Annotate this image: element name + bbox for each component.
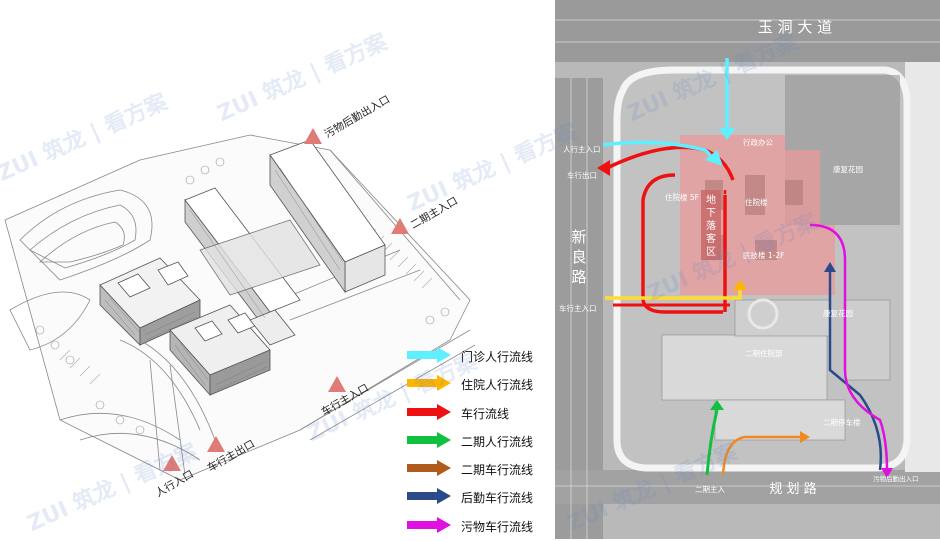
label-vehicle-exit: 车行出口	[567, 170, 597, 180]
inpatient-arrowhead	[733, 280, 747, 290]
marker-vehicle-entrance	[328, 376, 346, 392]
road-name-left-1: 新	[571, 228, 586, 246]
legend-item-inpatient: 住院人行流线	[405, 371, 555, 399]
waste-flow	[809, 223, 889, 471]
phase2-vehicle-arrowhead	[800, 431, 810, 443]
dropoff-char-2: 下	[706, 208, 716, 219]
phase2-vehicle-flow	[721, 435, 800, 476]
label-garden-2: 康复花园	[823, 308, 853, 318]
phase2-pedestrian-flow	[705, 409, 719, 476]
road-left	[555, 78, 603, 539]
marker-pedestrian-entrance	[163, 455, 181, 471]
dropoff-char-4: 客	[706, 232, 716, 245]
phase2-pedestrian-arrowhead	[710, 400, 724, 410]
entrance-markers	[163, 128, 409, 471]
marker-vehicle-exit	[207, 436, 225, 452]
garden-circle	[747, 298, 779, 330]
facade-hatching	[104, 167, 344, 391]
legend-item-vehicle: 车行流线	[405, 400, 555, 428]
logistics-arrowhead	[824, 262, 836, 272]
site-labels: 人行主入口 车行出口 车行主入口 二期主入 污物后勤出入口 行政办公 康复花园 …	[559, 137, 919, 494]
label-phase2-entrance: 二期主入	[695, 484, 725, 494]
label-pedestrian-entrance: 人行主入口	[563, 144, 601, 154]
legend-item-phase2-vehicle: 二期车行流线	[405, 456, 555, 484]
medtech-block	[735, 225, 835, 295]
road-name-left-2: 良	[571, 248, 586, 266]
dropoff-char-5: 区	[706, 246, 716, 258]
tree-dots	[35, 157, 450, 435]
axonometric-drawing: 污物后勤出入口 二期主入口 车行主入口 车行主出口 人行入口	[4, 93, 476, 500]
legend-item-logistics-vehicle: 后勤车行流线	[405, 484, 555, 512]
marker-phase2-entrance	[391, 218, 409, 234]
inpatient-flow	[605, 288, 742, 300]
label-phase2-building: 二期住院部	[745, 348, 783, 358]
legend-item-outpatient: 门诊人行流线	[405, 343, 555, 371]
legend: 门诊人行流线 住院人行流线 车行流线 二期人行流线 二期车行流线 后勤车行流线 …	[405, 343, 555, 541]
road-name-left-3: 路	[571, 268, 586, 286]
phase2-parking	[714, 399, 846, 441]
site-plan: 玉 洞 大 道 新 良 路 规 划 路 地 下 落 客 区 人行主入口 车行出口…	[555, 0, 940, 539]
label-phase2-parking: 二期停车楼	[823, 417, 861, 427]
axonometric-view: 污物后勤出入口 二期主入口 车行主入口 车行主出口 人行入口 门诊人行流线 住院…	[4, 92, 555, 541]
main-hospital	[680, 135, 835, 295]
dropoff-char-3: 落	[706, 220, 716, 232]
road-name-bottom: 规 划 路	[769, 481, 816, 497]
site-plan-drawing: 玉 洞 大 道 新 良 路 规 划 路 地 下 落 客 区 人行主入口 车行出口…	[555, 0, 940, 539]
road-top	[555, 0, 940, 62]
outpatient-arrowhead-left	[705, 150, 723, 166]
outpatient-arrowhead-top	[719, 128, 735, 140]
label-vehicle-entrance: 车行主入口	[559, 303, 597, 313]
legend-item-phase2-pedestrian: 二期人行流线	[405, 428, 555, 456]
vehicle-flow-arrowhead	[597, 160, 610, 176]
label-waste-entrance: 污物后勤出入口	[322, 93, 392, 141]
legend-item-waste-vehicle: 污物车行流线	[405, 513, 555, 541]
dropoff-char-1: 地	[706, 193, 716, 206]
lane-lines	[555, 19, 940, 539]
label-admin: 行政办公	[743, 137, 773, 147]
dropoff-label-box	[701, 190, 721, 260]
label-medtech: 医技楼 1-2F	[743, 250, 784, 260]
label-garden-1: 康复花园	[833, 164, 863, 174]
road-name-top: 玉 洞 大 道	[758, 18, 832, 36]
right-edge-block	[905, 62, 940, 472]
logistics-flow	[828, 270, 883, 471]
building-massing	[99, 139, 386, 397]
marker-waste-entrance	[304, 128, 322, 144]
label-waste-entrance: 污物后勤出入口	[873, 474, 919, 483]
label-inpatient-right: 住院楼	[745, 197, 768, 207]
label-phase2-entrance: 二期主入口	[409, 195, 460, 232]
road-bottom	[555, 470, 940, 504]
label-inpatient-left: 住院楼 5F	[665, 192, 699, 202]
waste-arrowhead	[881, 468, 893, 478]
phase2-building	[661, 334, 828, 401]
